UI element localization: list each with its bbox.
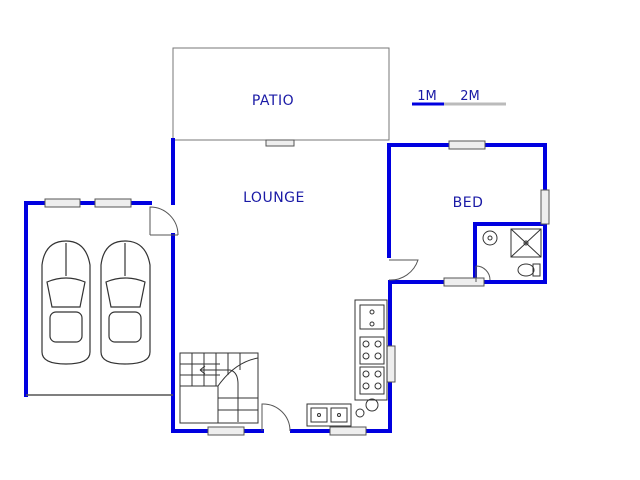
kitchen-sink-upper xyxy=(359,304,385,330)
window-kitchen-bottom xyxy=(329,426,367,436)
room-label-bed: BED xyxy=(453,195,484,211)
kitchen xyxy=(306,299,388,427)
window-patio xyxy=(265,139,295,147)
car-right xyxy=(100,240,151,365)
doors xyxy=(149,206,491,432)
window-bed-top xyxy=(448,140,486,150)
windows xyxy=(44,139,550,436)
door-entrance xyxy=(261,403,291,432)
patio-area: PATIO xyxy=(172,47,390,141)
window-garage-left xyxy=(44,198,81,208)
basin-kitchen xyxy=(365,398,379,412)
door-bed xyxy=(388,259,419,281)
shower xyxy=(510,228,542,258)
stove-top-2 xyxy=(359,366,385,395)
staircase xyxy=(179,352,259,424)
car-left xyxy=(41,240,91,365)
door-bath xyxy=(475,265,491,281)
window-kitchen xyxy=(386,345,396,383)
scale-label-2m: 2M xyxy=(460,89,480,104)
window-bath xyxy=(443,277,485,287)
bathroom xyxy=(482,228,542,277)
window-stair xyxy=(207,426,245,436)
scale-label-1m: 1M xyxy=(417,89,437,104)
room-label-lounge: LOUNGE xyxy=(243,190,305,206)
window-garage-right xyxy=(94,198,132,208)
door-garage xyxy=(149,206,179,236)
stove-top-1 xyxy=(359,336,385,365)
scale-bar: 1M 2M xyxy=(412,89,506,106)
toilet xyxy=(517,263,535,277)
room-label-patio: PATIO xyxy=(252,93,294,109)
basin-bath xyxy=(482,230,498,246)
kitchen-sink-lower xyxy=(306,403,352,427)
window-bed-side xyxy=(540,189,550,225)
